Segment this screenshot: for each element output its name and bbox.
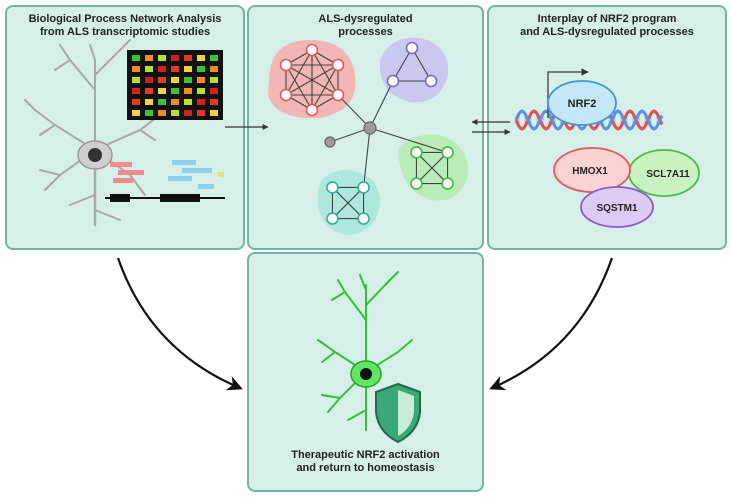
network-node [279,58,293,72]
heatmap-cell [197,99,205,105]
nrf2-ellipse [547,80,617,126]
network-edge [411,47,432,82]
network-node [441,146,454,159]
heatmap-cell [210,99,218,105]
heatmap-cell [145,99,153,105]
heatmap-cell [210,55,218,61]
network-node [305,103,319,117]
network-edge [332,187,364,219]
heatmap-cell [171,77,179,83]
network-edge [329,127,371,143]
network-node [331,58,345,72]
heatmap-cell [197,88,205,94]
heatmap-cell [158,66,166,72]
network-edge [416,152,448,184]
heatmap-cell [158,88,166,94]
network-edge [337,94,371,129]
network-node [441,177,454,190]
heatmap-cell [184,110,192,116]
network-node [326,181,339,194]
heatmap-cell [132,77,140,83]
heatmap-cell [132,99,140,105]
gene-track-icon [105,160,225,202]
heatmap-cell [171,66,179,72]
panel-als-processes-title: ALS-dysregulated processes [318,13,413,38]
heatmap-cell [210,110,218,116]
slc7a11-label: SCL7A11 [646,169,690,180]
heatmap-cell [171,99,179,105]
process-network [268,37,469,235]
network-node [279,88,293,102]
heatmap-cell [158,99,166,105]
neuron-nucleus [88,148,102,162]
network-node [357,181,370,194]
network-node [386,74,400,88]
heatmap-cell [158,110,166,116]
heatmap-cell [184,55,192,61]
network-node [331,88,345,102]
panel-therapeutic-activation-title: Therapeutic NRF2 activation and return t… [291,449,440,474]
network-edge [369,127,448,153]
network-node [357,212,370,225]
sqstm1-label: SQSTM1 [596,203,638,214]
network-node [410,177,423,190]
expression-heatmap [127,50,223,120]
green-neuron-nucleus [360,368,372,380]
nrf2-label: NRF2 [568,98,597,110]
heatmap-cell [184,77,192,83]
heatmap-cell [145,66,153,72]
heatmap-background [127,50,223,120]
heatmap-cell [184,99,192,105]
heatmap-cell [132,110,140,116]
heatmap-cell [210,66,218,72]
heatmap-cell [145,55,153,61]
heatmap-cell [132,88,140,94]
network-edge [285,64,313,111]
heatmap-cell [158,77,166,83]
shield-icon [375,382,421,444]
network-node [326,212,339,225]
heatmap-cell [145,88,153,94]
sqstm1-ellipse [580,186,654,228]
heatmap-cell [184,88,192,94]
heatmap-cell [145,110,153,116]
network-node [424,74,438,88]
heatmap-cell [171,110,179,116]
heatmap-cell [197,55,205,61]
network-edge [369,80,394,129]
network-edge [285,64,339,96]
network-node [305,43,319,57]
heatmap-cell [171,55,179,61]
heatmap-cell [184,66,192,72]
heatmap-cell [132,55,140,61]
heatmap-cell [145,77,153,83]
green-neuron-icon [317,271,413,431]
heatmap-cell [197,110,205,116]
network-hub-node [324,136,336,148]
heatmap-cell [197,77,205,83]
arrow-analysis-to-therapy [116,257,243,391]
network-hub-node [363,121,377,135]
network-edge [363,127,371,188]
panel-network-analysis-title: Biological Process Network Analysis from… [28,13,222,38]
network-node [405,41,419,55]
panel-nrf2-interplay-title: Interplay of NRF2 program and ALS-dysreg… [520,13,694,38]
heatmap-cell [210,88,218,94]
heatmap-cell [132,66,140,72]
network-node [410,146,423,159]
heatmap-cell [197,66,205,72]
heatmap-cell [158,55,166,61]
arrow-interplay-to-therapy [489,257,614,391]
heatmap-cell [210,77,218,83]
hmox1-label: HMOX1 [572,166,608,177]
network-edge [392,47,413,82]
heatmap-cell [171,88,179,94]
